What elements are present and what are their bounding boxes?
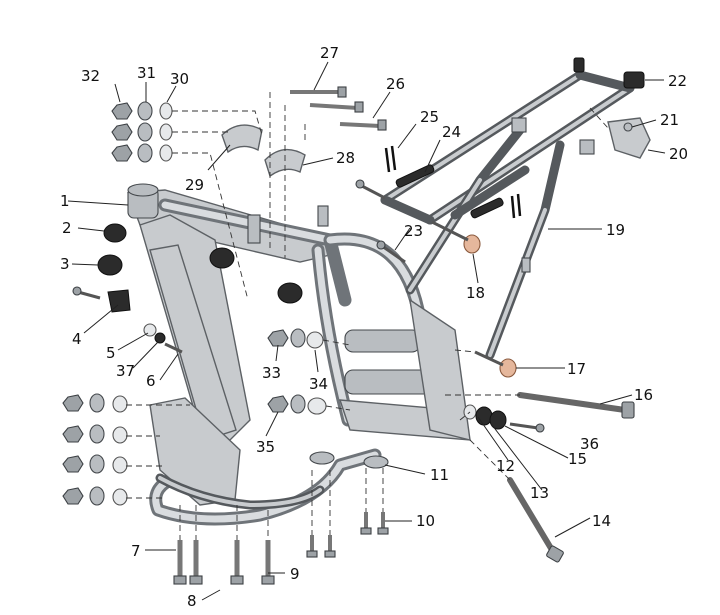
part-2-plug — [103, 223, 127, 243]
callout-1: 1 — [60, 192, 70, 210]
callout-33: 33 — [262, 364, 281, 382]
part-21-bolt — [623, 122, 633, 132]
callout-23: 23 — [404, 222, 423, 240]
part-14-long-bolt — [507, 477, 564, 563]
callout-21: 21 — [660, 111, 679, 129]
callout-14: 14 — [592, 512, 611, 530]
callout-37: 37 — [116, 362, 135, 380]
part-17-washer — [499, 358, 517, 378]
callout-11: 11 — [430, 466, 449, 484]
part-22-bumper — [623, 71, 645, 89]
callout-16: 16 — [634, 386, 653, 404]
callout-13: 13 — [530, 484, 549, 502]
callout-34: 34 — [309, 375, 328, 393]
callout-28: 28 — [336, 149, 355, 167]
callout-19: 19 — [606, 221, 625, 239]
callout-36: 36 — [580, 435, 599, 453]
callout-6: 6 — [146, 372, 156, 390]
leader-lines — [67, 61, 666, 601]
part-24-pad-b — [470, 197, 504, 219]
callout-10: 10 — [416, 512, 435, 530]
callout-5: 5 — [106, 344, 116, 362]
part-24-pad — [395, 164, 435, 188]
frame-plug-a — [209, 247, 235, 269]
part-16-long-bolt — [517, 392, 635, 419]
callout-35: 35 — [256, 438, 275, 456]
callout-24: 24 — [442, 123, 461, 141]
part-25-clips — [384, 145, 522, 219]
callout-2: 2 — [62, 219, 72, 237]
frame-plug-b — [277, 282, 303, 304]
part-33-34-stack — [267, 328, 324, 349]
callout-8: 8 — [187, 592, 197, 610]
part-12-13-15-36-stack — [463, 404, 545, 433]
lower-left-fastener-stacks — [62, 393, 128, 506]
callout-31: 31 — [137, 64, 156, 82]
callout-17: 17 — [567, 360, 586, 378]
part-20-bracket — [607, 117, 651, 159]
subframe-end-cap — [573, 57, 585, 73]
assembly-lines — [126, 92, 609, 540]
callout-27: 27 — [320, 44, 339, 62]
callout-29: 29 — [185, 176, 204, 194]
callout-22: 22 — [668, 72, 687, 90]
part-29-clamp — [221, 124, 263, 154]
callout-7: 7 — [131, 542, 141, 560]
lower-vertical-bolts — [173, 512, 389, 585]
callout-25: 25 — [420, 108, 439, 126]
part-30-31-32-stack — [111, 101, 173, 163]
part-3-plug — [97, 254, 123, 276]
part-26-27-bolts — [290, 86, 387, 131]
part-23-bolts — [355, 179, 406, 264]
part-28-clamp — [264, 148, 306, 178]
callout-18: 18 — [466, 284, 485, 302]
callout-9: 9 — [290, 565, 300, 583]
callout-15: 15 — [568, 450, 587, 468]
callout-4: 4 — [72, 330, 82, 348]
callout-32: 32 — [81, 67, 100, 85]
part-4-5-6-37 — [72, 286, 183, 354]
callout-26: 26 — [386, 75, 405, 93]
callout-labels: 1 2 3 4 5 6 7 8 9 10 11 12 13 14 15 16 1… — [60, 44, 688, 610]
rear-subframe — [380, 70, 635, 360]
callout-3: 3 — [60, 255, 70, 273]
part-35-stack — [267, 394, 327, 415]
callout-12: 12 — [496, 457, 515, 475]
callout-30: 30 — [170, 70, 189, 88]
callout-20: 20 — [669, 145, 688, 163]
main-frame — [127, 183, 472, 526]
